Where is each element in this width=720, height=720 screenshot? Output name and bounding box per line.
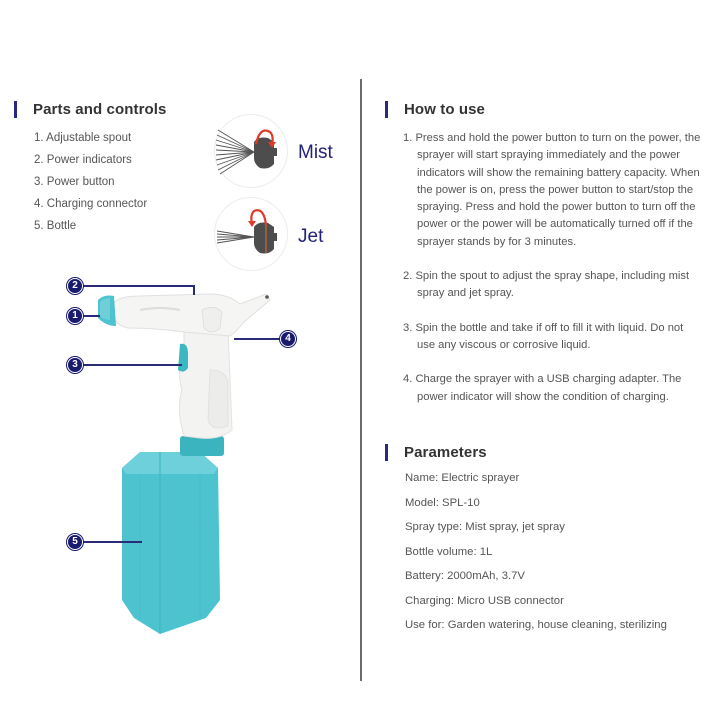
param-item: Name: Electric sprayer xyxy=(405,472,520,484)
callout-5: 5 xyxy=(67,534,83,550)
section-marker xyxy=(385,444,388,461)
callout-line-5 xyxy=(82,541,142,543)
params-list: Name: Electric sprayer Model: SPL-10 Spr… xyxy=(405,470,667,642)
jet-label: Jet xyxy=(298,226,324,247)
params-title: Parameters xyxy=(404,444,487,461)
jet-mode-circle xyxy=(214,197,288,271)
section-marker xyxy=(385,101,388,118)
howto-title: How to use xyxy=(404,101,486,118)
callout-4: 4 xyxy=(280,331,296,347)
part-item: 1. Adjustable spout xyxy=(34,132,132,144)
mist-mode-circle xyxy=(214,114,288,188)
howto-list: 1. Press and hold the power button to tu… xyxy=(403,130,703,423)
callout-line-2 xyxy=(82,285,194,287)
param-item: Charging: Micro USB connector xyxy=(405,594,564,607)
parts-title: Parts and controls xyxy=(33,101,167,118)
param-item: Use for: Garden watering, house cleaning… xyxy=(405,619,667,631)
section-marker xyxy=(14,101,17,118)
callout-line-1 xyxy=(82,315,100,317)
callout-line-4 xyxy=(234,338,280,340)
howto-step: 1. Press and hold the power button to tu… xyxy=(403,132,701,248)
jet-spray-icon xyxy=(216,209,277,254)
part-item: 4. Charging connector xyxy=(34,198,148,210)
howto-step: 4. Charge the sprayer with a USB chargin… xyxy=(403,373,682,403)
param-item: Model: SPL-10 xyxy=(405,496,480,509)
param-item: Bottle volume: 1L xyxy=(405,545,493,558)
param-item: Spray type: Mist spray, jet spray xyxy=(405,521,565,533)
param-item: Battery: 2000mAh, 3.7V xyxy=(405,570,525,582)
column-divider xyxy=(360,79,362,681)
callout-line-2-drop xyxy=(193,285,195,295)
callout-3: 3 xyxy=(67,357,83,373)
callout-2: 2 xyxy=(67,278,83,294)
callout-1: 1 xyxy=(67,308,83,324)
callout-line-3 xyxy=(82,364,182,366)
howto-step: 2. Spin the spout to adjust the spray sh… xyxy=(403,270,690,300)
part-item: 2. Power indicators xyxy=(34,154,132,166)
part-item: 5. Bottle xyxy=(34,220,77,232)
part-item: 3. Power button xyxy=(34,176,115,188)
bottle-shape xyxy=(122,452,220,634)
howto-step: 3. Spin the bottle and take if off to fi… xyxy=(403,321,684,351)
mist-label: Mist xyxy=(298,142,333,163)
sprayer-product-image xyxy=(98,293,271,634)
parts-list: 1. Adjustable spout 2. Power indicators … xyxy=(34,129,147,239)
mist-spray-icon xyxy=(215,129,277,175)
